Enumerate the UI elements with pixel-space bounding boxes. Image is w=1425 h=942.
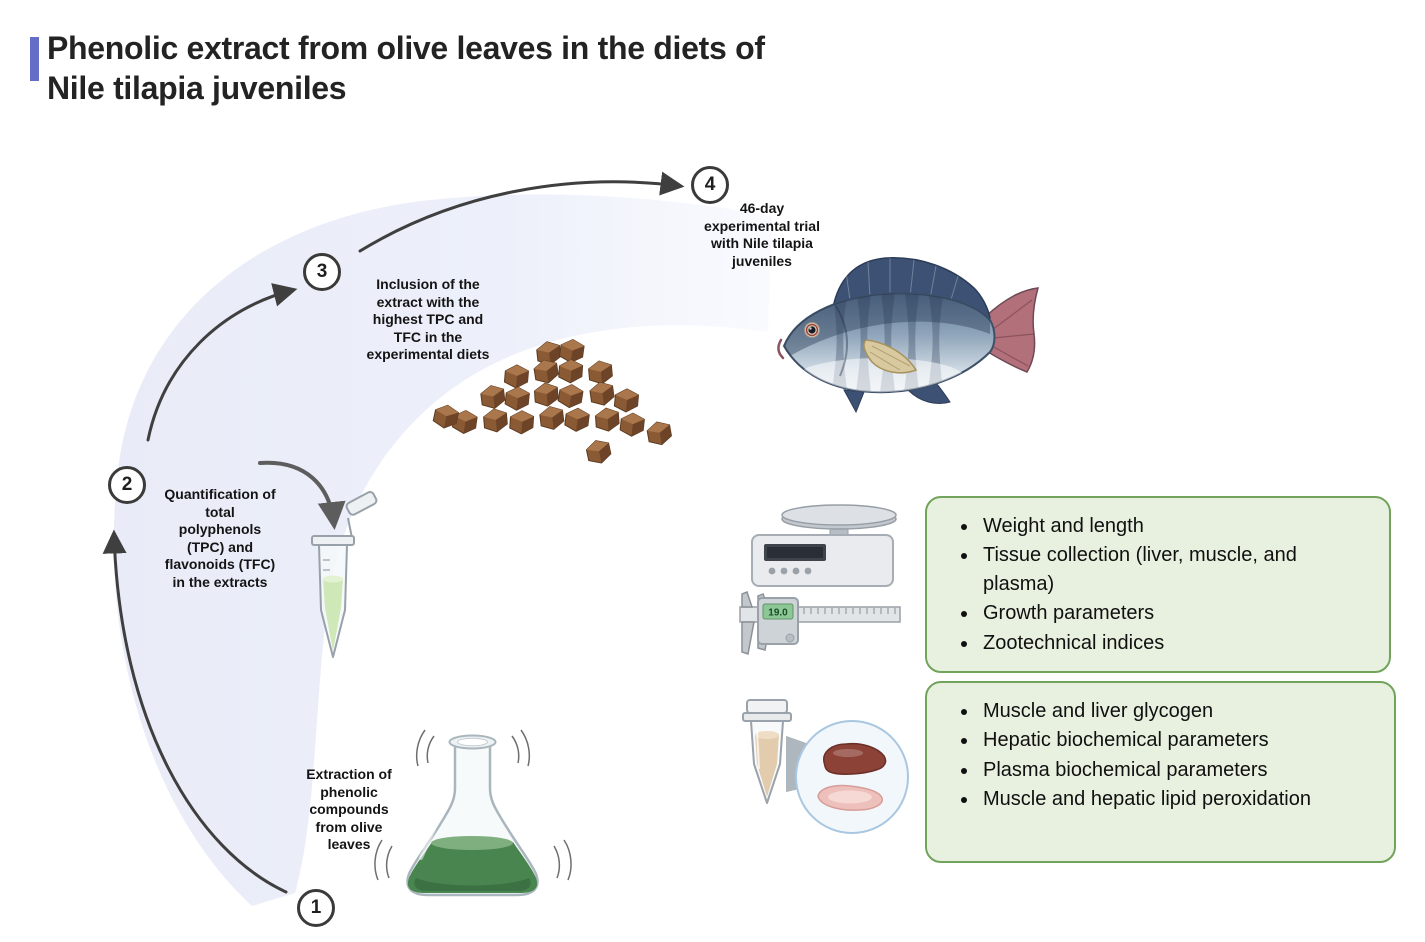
list-item: Hepatic biochemical parameters	[979, 726, 1366, 754]
arrow-step3-to-step4	[358, 171, 685, 253]
background-arc	[113, 194, 772, 907]
flow-arrows	[102, 171, 685, 894]
step-2-marker: 2	[108, 466, 146, 504]
list-item: Zootechnical indices	[979, 629, 1361, 657]
list-item: Tissue collection (liver, muscle, and pl…	[979, 541, 1361, 598]
balance-scale-icon	[751, 504, 897, 587]
step-3-marker: 3	[303, 253, 341, 291]
step-1-label: Extraction of phenolic compounds from ol…	[306, 766, 392, 852]
list-item: Weight and length	[979, 512, 1361, 540]
list-item: Growth parameters	[979, 599, 1361, 627]
title-line-2: Nile tilapia juveniles	[47, 70, 347, 106]
results-list-growth: Weight and length Tissue collection (liv…	[949, 512, 1361, 657]
sample-tube-icon	[742, 699, 792, 804]
title-line-1: Phenolic extract from olive leaves in th…	[47, 30, 765, 66]
results-list-biochemistry: Muscle and liver glycogen Hepatic bioche…	[949, 697, 1366, 814]
list-item: Plasma biochemical parameters	[979, 756, 1366, 784]
title-accent-bar	[30, 37, 39, 81]
results-box-biochemistry: Muscle and liver glycogen Hepatic bioche…	[925, 681, 1396, 863]
list-item: Muscle and liver glycogen	[979, 697, 1366, 725]
results-box-growth: Weight and length Tissue collection (liv…	[925, 496, 1391, 673]
arrow-step2-to-step3	[146, 283, 298, 442]
extract-tube-icon	[311, 491, 378, 658]
liver-sample	[823, 742, 887, 775]
caliper-icon: 19.0	[739, 591, 901, 655]
step-3-label: Inclusion of the extract with the highes…	[366, 276, 490, 362]
tissue-magnifier-icon	[786, 720, 909, 834]
step-4-marker: 4	[691, 166, 729, 204]
arrow-into-tube	[258, 460, 346, 530]
tilapia-fish-icon	[777, 257, 1040, 414]
caliper-display: 19.0	[768, 608, 788, 619]
step-2-label: Quantification of total polyphenols (TPC…	[164, 486, 276, 590]
step-4-label: 46-day experimental trial with Nile tila…	[704, 200, 820, 269]
list-item: Muscle and hepatic lipid peroxidation	[979, 785, 1366, 813]
step-1-marker: 1	[297, 889, 335, 927]
arrow-step1-to-step2	[102, 529, 288, 894]
page-title: Phenolic extract from olive leaves in th…	[47, 28, 765, 108]
flask-icon	[374, 729, 572, 897]
